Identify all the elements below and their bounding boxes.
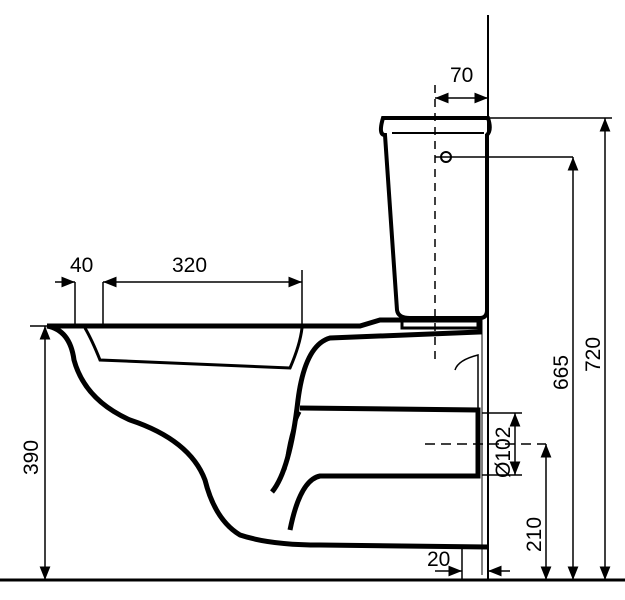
- dim-inlet-height: 665: [550, 355, 573, 390]
- dim-outlet-diameter: Ø102: [492, 427, 515, 478]
- dim-opening-length: 320: [172, 254, 207, 277]
- dim-rim-height: 390: [20, 440, 43, 475]
- dim-cistern-offset: 70: [450, 64, 473, 87]
- dim-rim-front: 40: [70, 254, 93, 277]
- wc-bowl: [46, 317, 546, 550]
- dim-total-height: 720: [582, 337, 605, 372]
- dim-outlet-height: 210: [523, 517, 546, 552]
- dim-wall-gap: 20: [427, 548, 450, 571]
